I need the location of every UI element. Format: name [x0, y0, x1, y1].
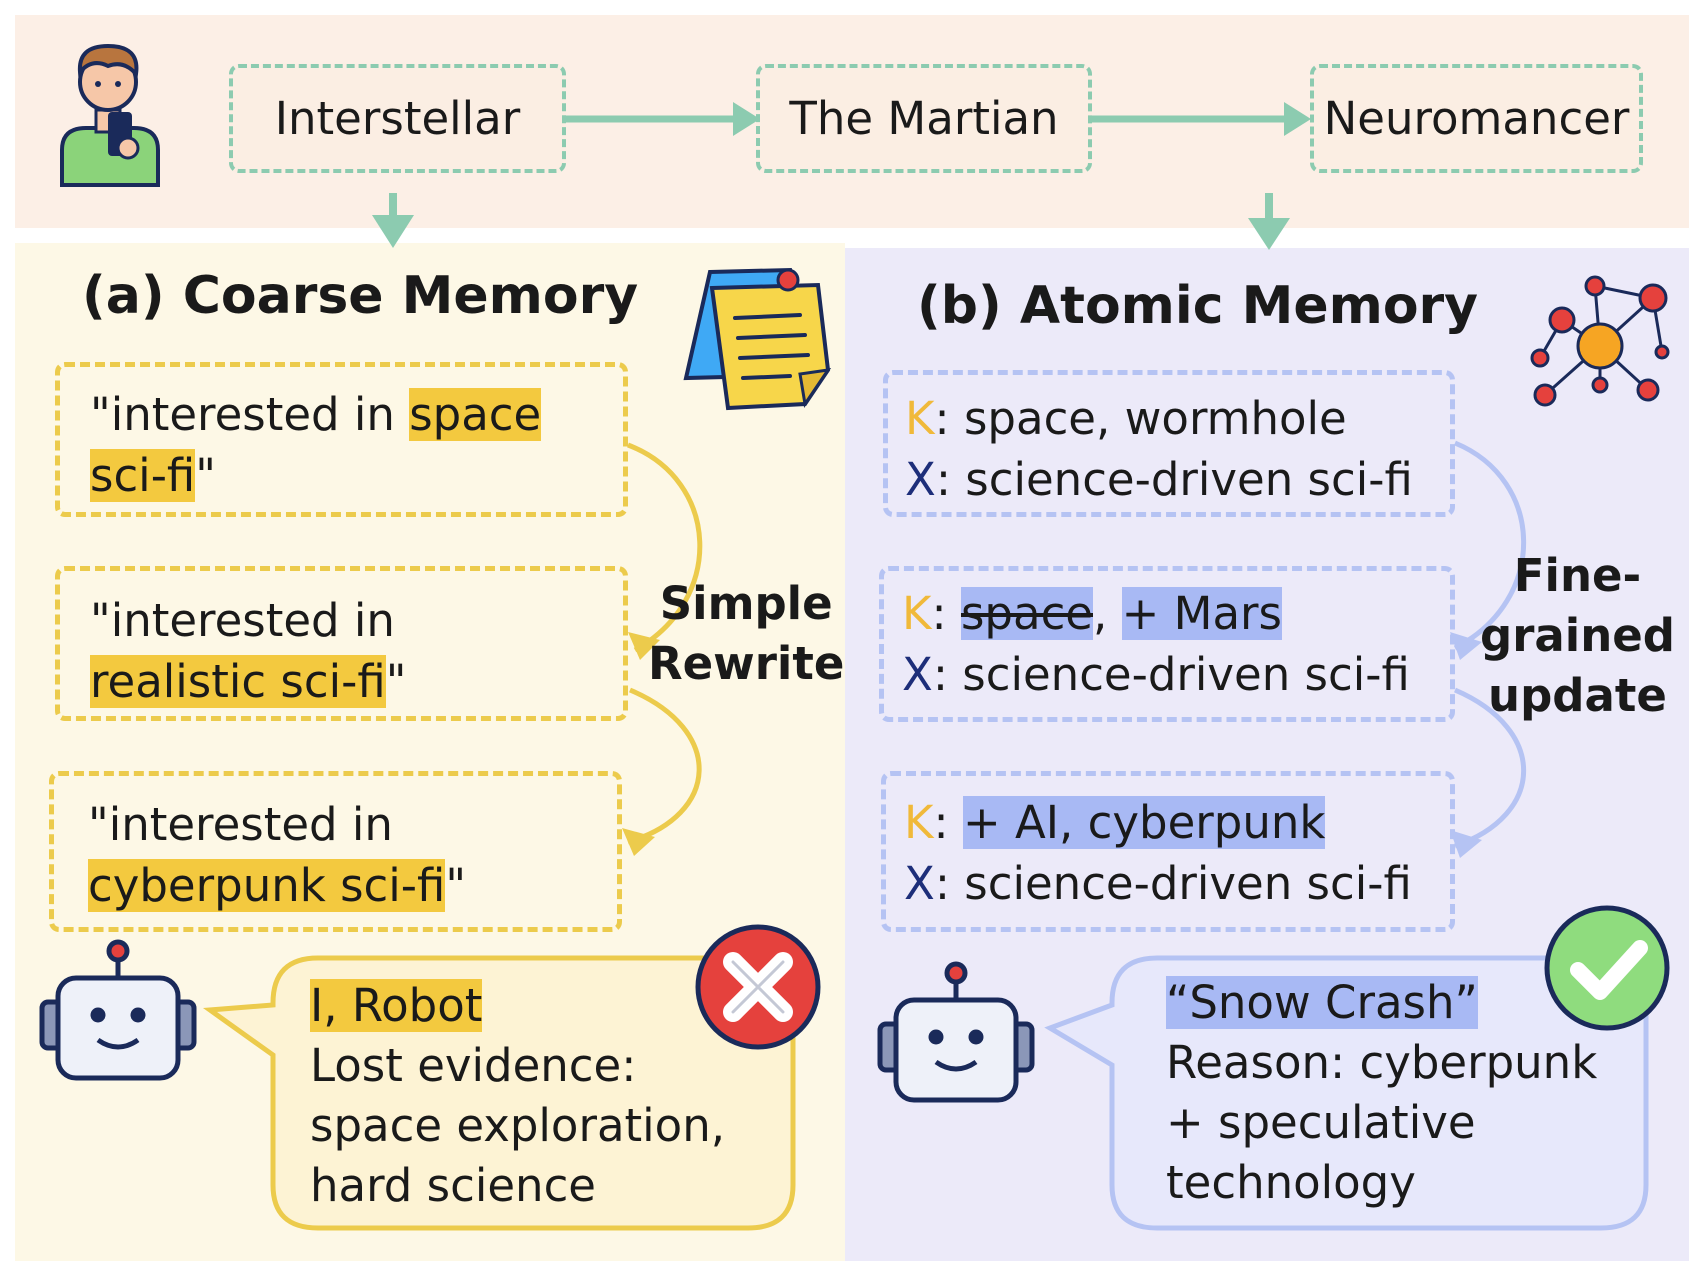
removed-keyword: space	[960, 587, 1093, 640]
separator: :	[931, 587, 961, 640]
keyword-line: K: space, + Mars	[902, 583, 1450, 644]
movie-label: Neuromancer	[1323, 92, 1630, 145]
keyword-prefix: K	[905, 392, 935, 445]
answer-line: Reason: cyberpunk	[1166, 1036, 1598, 1089]
highlighted-text: realistic sci-fi	[90, 655, 386, 708]
simple-rewrite-line: Rewrite	[648, 637, 845, 690]
atomic-answer-text: “Snow Crash” Reason: cyberpunk + specula…	[1166, 973, 1597, 1213]
rewrite-arrows	[627, 442, 703, 845]
movie-label: The Martian	[789, 92, 1059, 145]
preference-text: : science-driven sci-fi	[932, 648, 1410, 701]
simple-rewrite-label: Simple Rewrite	[648, 574, 844, 694]
network-nodes-icon	[1530, 275, 1670, 407]
keyword-text: space, wormhole	[963, 392, 1347, 445]
preference-line: X: science-driven sci-fi	[902, 644, 1450, 705]
memory-text: "	[445, 859, 467, 912]
answer-line: technology	[1166, 1156, 1416, 1209]
atomic-memory-title: (b) Atomic Memory	[917, 276, 1479, 336]
movie-box-neuromancer: Neuromancer	[1310, 64, 1643, 173]
memory-text: "	[385, 655, 407, 708]
memory-line: cyberpunk sci-fi"	[88, 855, 617, 916]
fine-grained-update-line: Fine-	[1513, 549, 1642, 602]
movie-box-the-martian: The Martian	[756, 64, 1092, 173]
answer-line: hard science	[310, 1159, 596, 1212]
sticky-note-icon	[683, 267, 832, 411]
keyword-line: K: space, wormhole	[905, 388, 1450, 449]
coarse-answer-text: I, Robot Lost evidence: space exploratio…	[310, 976, 725, 1216]
memory-line: "interested in	[90, 590, 623, 651]
keyword-line: K: + AI, cyberpunk	[904, 792, 1450, 853]
rewrite-arrowhead-2	[622, 828, 655, 856]
keyword-text: ,	[1093, 587, 1122, 640]
simple-rewrite-line: Simple	[659, 577, 833, 630]
robot-icon	[877, 961, 1035, 1103]
highlighted-text: sci-fi	[90, 449, 196, 502]
flow-arrow-2	[1092, 102, 1311, 136]
movie-box-interstellar: Interstellar	[229, 64, 566, 173]
down-arrow-atomic	[1248, 193, 1290, 250]
preference-text: : science-driven sci-fi	[935, 453, 1413, 506]
movie-label: Interstellar	[274, 92, 521, 145]
update-arrowhead-1	[1450, 632, 1482, 660]
update-arrows	[1453, 440, 1527, 849]
memory-line: realistic sci-fi"	[90, 651, 623, 712]
recommendation-title: I, Robot	[310, 979, 483, 1032]
fine-grained-update-line: update	[1488, 669, 1667, 722]
added-keyword: + Mars	[1121, 587, 1282, 640]
rewrite-arrowhead-1	[628, 632, 660, 660]
highlighted-text: space	[409, 388, 542, 441]
preference-line: X: science-driven sci-fi	[905, 449, 1450, 510]
preference-prefix: X	[904, 857, 935, 910]
fine-grained-update-line: grained	[1480, 609, 1675, 662]
preference-prefix: X	[905, 453, 936, 506]
memory-text: "interested in	[90, 388, 410, 441]
preference-line: X: science-driven sci-fi	[904, 853, 1450, 914]
preference-prefix: X	[902, 648, 933, 701]
recommendation-title: “Snow Crash”	[1166, 976, 1478, 1029]
check-icon	[1544, 905, 1670, 1031]
added-keyword: + AI, cyberpunk	[962, 796, 1326, 849]
answer-line: + speculative	[1166, 1096, 1476, 1149]
preference-text: : science-driven sci-fi	[934, 857, 1412, 910]
separator: :	[934, 392, 964, 445]
keyword-prefix: K	[904, 796, 934, 849]
update-arrowhead-2	[1450, 830, 1482, 858]
flow-arrow-1	[566, 102, 760, 136]
user-with-phone-icon	[60, 43, 160, 187]
answer-line: space exploration,	[310, 1099, 726, 1152]
memory-text: "interested in	[90, 594, 395, 647]
down-arrow-coarse	[372, 193, 414, 248]
coarse-memory-title: (a) Coarse Memory	[82, 266, 639, 326]
memory-text: "	[195, 449, 216, 502]
cross-icon	[695, 924, 821, 1050]
memory-line: "interested in	[88, 794, 617, 855]
memory-text: "interested in	[88, 798, 393, 851]
memory-line: sci-fi"	[90, 445, 623, 506]
keyword-prefix: K	[902, 587, 932, 640]
separator: :	[933, 796, 963, 849]
memory-line: "interested in space	[90, 384, 623, 445]
highlighted-text: cyberpunk sci-fi	[88, 859, 446, 912]
answer-line: Lost evidence:	[310, 1039, 637, 1092]
robot-icon	[39, 939, 197, 1081]
fine-grained-update-label: Fine- grained update	[1480, 546, 1675, 726]
